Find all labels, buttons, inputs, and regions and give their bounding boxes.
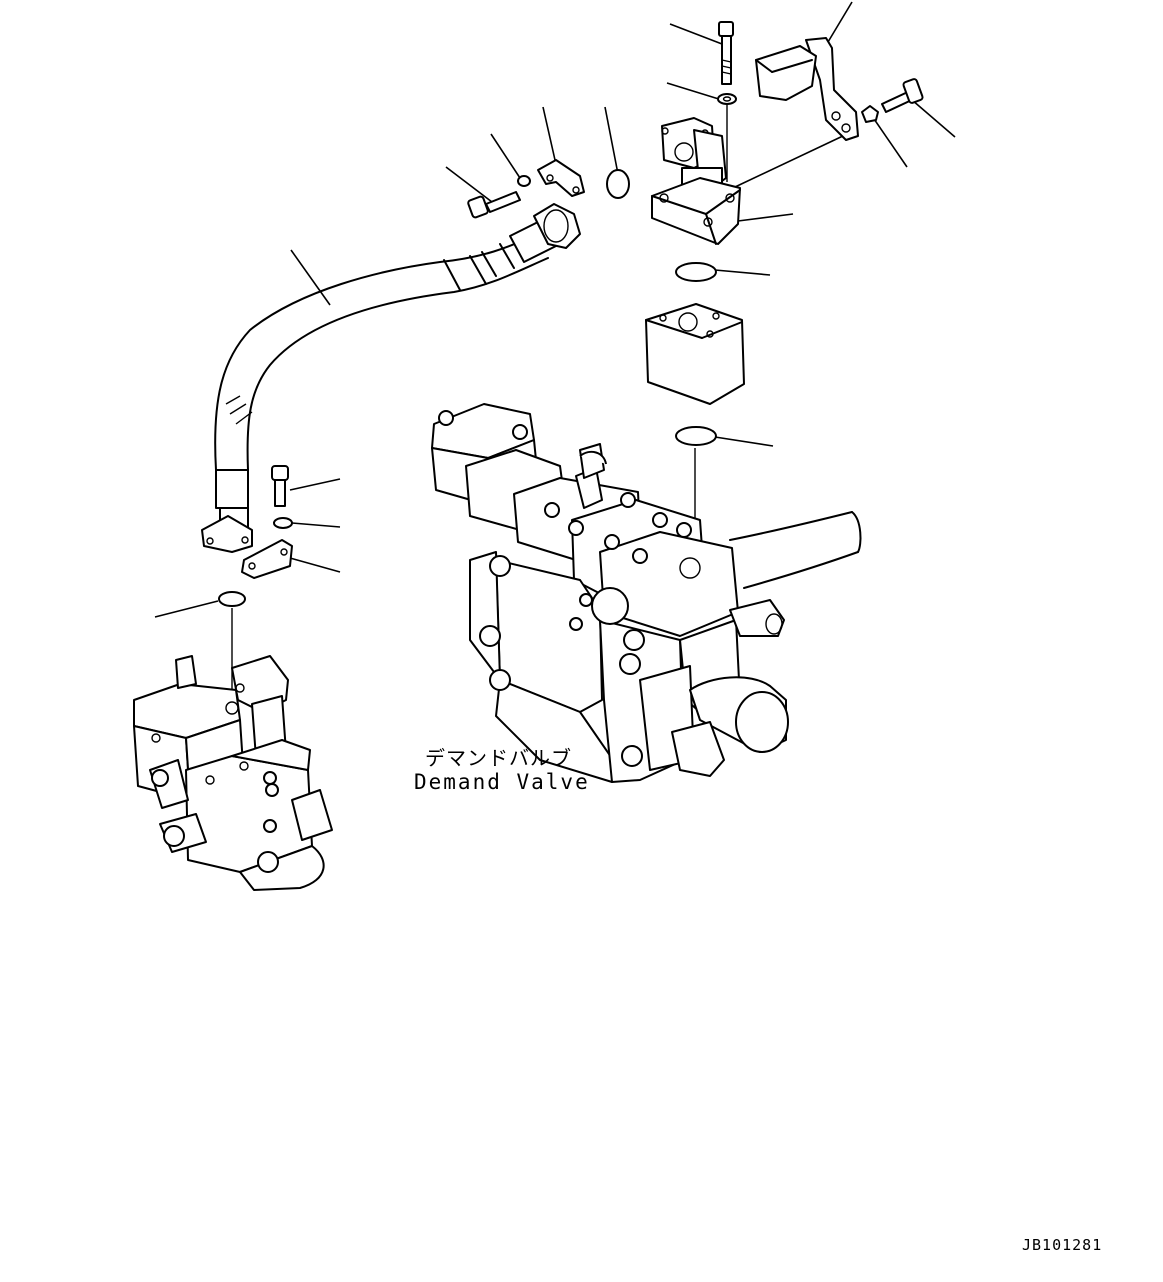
o-ring-middle — [675, 426, 717, 446]
washer-top — [717, 93, 737, 105]
bolt-right — [861, 78, 924, 123]
bolt-clamp-lower — [271, 465, 289, 507]
pipe-right — [729, 511, 862, 589]
o-ring-flange — [606, 169, 630, 199]
o-ring-lower — [218, 591, 246, 607]
washer-clamp-upper — [517, 175, 531, 187]
left-valve-body — [133, 655, 333, 891]
spacer-block — [645, 303, 745, 405]
bolt-clamp-upper — [467, 191, 521, 219]
washer-clamp-lower — [273, 517, 293, 529]
o-ring-upper — [675, 262, 717, 282]
bracket-guard — [755, 37, 859, 141]
split-flange-clamp-upper — [537, 159, 585, 197]
bolt-top — [718, 21, 734, 85]
demand-valve-body — [431, 403, 789, 783]
drawing-code: JB101281 — [1022, 1236, 1103, 1254]
split-flange-clamp-lower — [241, 539, 293, 579]
demand-valve-label-en: Demand Valve — [414, 770, 590, 794]
demand-valve-label-jp: デマンドバルブ — [425, 746, 572, 770]
hydraulic-hose — [201, 203, 581, 553]
elbow-flange — [651, 117, 741, 245]
leader-lines — [154, 1, 956, 700]
